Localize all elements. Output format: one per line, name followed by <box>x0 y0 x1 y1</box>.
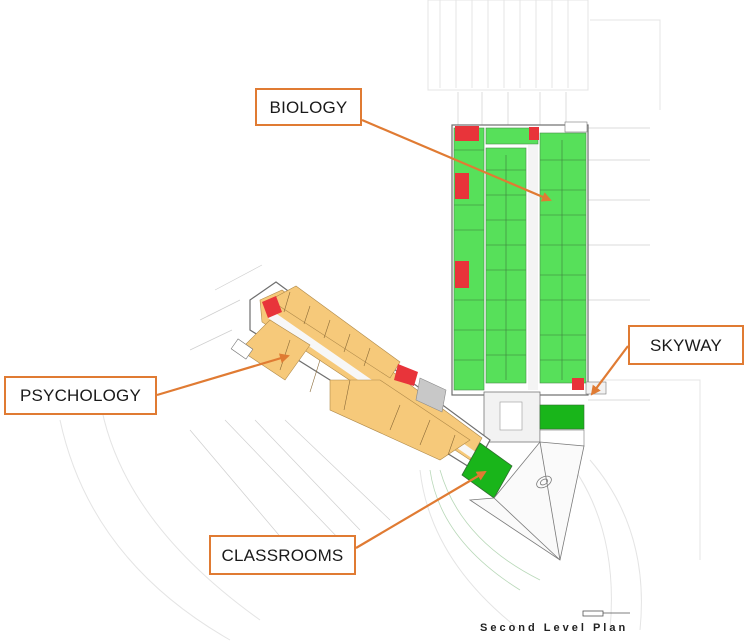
biology-wing <box>451 121 589 396</box>
psychology-wing <box>230 281 491 471</box>
callout-arrows <box>156 118 629 549</box>
classrooms-label: CLASSROOMS <box>209 535 356 575</box>
site-context-lines <box>59 0 701 641</box>
biology-arrow <box>361 118 552 202</box>
psychology-label: PSYCHOLOGY <box>4 376 157 415</box>
atrium-wedge <box>429 441 585 591</box>
classroom-block-east <box>539 404 585 447</box>
biology-label: BIOLOGY <box>255 88 362 126</box>
classrooms-block <box>461 442 513 499</box>
scale-bar <box>582 610 630 617</box>
skyway-arrow <box>590 345 629 396</box>
classrooms-arrow <box>355 470 487 549</box>
plan-title: Second Level Plan <box>480 622 629 634</box>
skyway-label: SKYWAY <box>628 325 744 365</box>
psychology-arrow <box>156 353 290 397</box>
